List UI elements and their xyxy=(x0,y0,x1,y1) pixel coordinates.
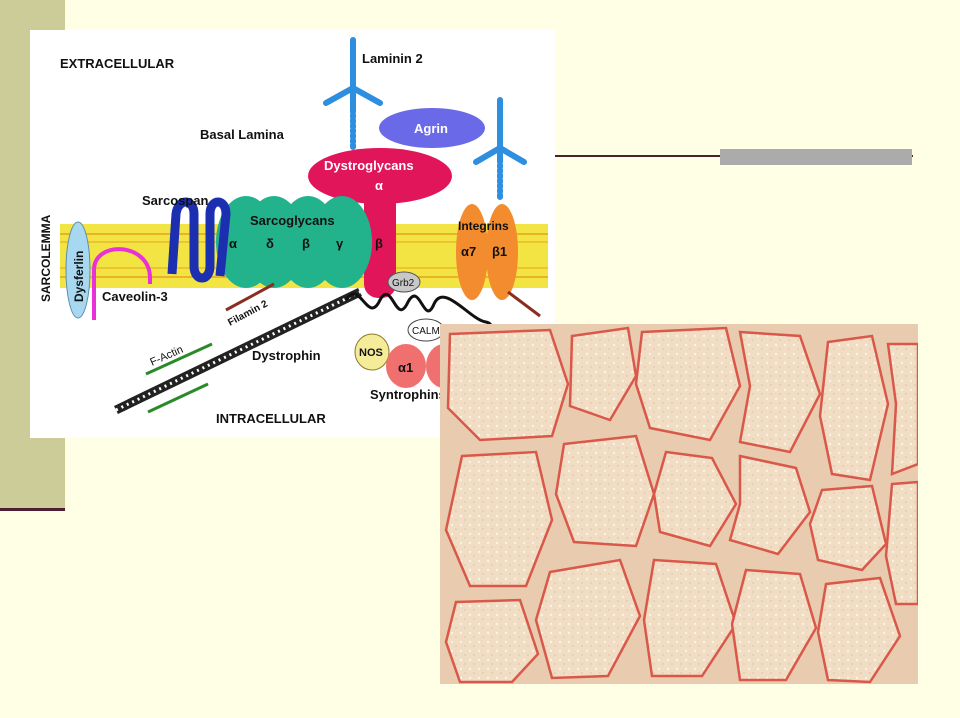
header-rule-block xyxy=(720,149,912,165)
muscle-fibers xyxy=(444,326,918,684)
sarcoglycan-gamma-label: γ xyxy=(336,236,344,251)
dysferlin-label: Dysferlin xyxy=(72,251,86,302)
sarcospan-label: Sarcospan xyxy=(142,193,209,208)
laminin-icon xyxy=(323,37,383,151)
agrin-protein xyxy=(379,108,485,148)
calm-label: CALM xyxy=(412,326,440,337)
nos-protein xyxy=(354,333,390,371)
dysferlin-protein xyxy=(65,221,91,319)
dystrophin-label: Dystrophin xyxy=(252,348,321,363)
nos-label: NOS xyxy=(359,347,383,359)
caveolin-protein xyxy=(92,247,152,320)
dystroglycan-beta-label: β xyxy=(375,236,383,251)
dystrophin-coil xyxy=(344,292,494,337)
syntrophins-label: Syntrophins xyxy=(370,387,446,402)
laminin-integrin-icon xyxy=(473,97,527,203)
integrin-complex xyxy=(456,204,541,318)
dystroglycan-alpha xyxy=(308,148,452,204)
agrin-label: Agrin xyxy=(414,121,448,136)
dystroglycan-alpha-label: α xyxy=(375,178,383,193)
filamin-label: Filamin 2 xyxy=(226,298,270,328)
dystroglycan-beta xyxy=(364,190,396,298)
integrin-beta1-label: β1 xyxy=(492,244,507,259)
sarcoglycan-delta-label: δ xyxy=(266,236,274,251)
basal-lamina-label: Basal Lamina xyxy=(200,127,285,142)
muscle-micrograph xyxy=(440,324,918,684)
sarcoglycan-alpha-label: α xyxy=(229,236,237,251)
laminin-label: Laminin 2 xyxy=(362,51,423,66)
dystroglycans-label: Dystroglycans xyxy=(324,158,414,173)
sarcoglycans-label: Sarcoglycans xyxy=(250,213,335,228)
caveolin-label: Caveolin-3 xyxy=(102,289,168,304)
syntrophin-alpha1-label: α1 xyxy=(398,360,413,375)
grb2-protein xyxy=(387,271,421,293)
sarcolemma-label: SARCOLEMMA xyxy=(39,214,53,302)
integrin-alpha7-label: α7 xyxy=(461,244,476,259)
syntrophin-alpha1 xyxy=(386,344,426,388)
extracellular-label: EXTRACELLULAR xyxy=(60,56,175,71)
integrins-label: Integrins xyxy=(458,219,509,233)
f-actin-filaments xyxy=(145,342,213,414)
grb2-label: Grb2 xyxy=(392,278,415,289)
intracellular-label: INTRACELLULAR xyxy=(216,411,326,426)
sarcospan-protein xyxy=(167,197,231,283)
sarcoglycan-complex xyxy=(216,196,372,288)
dystrophin-rod xyxy=(114,287,362,415)
filamin-link xyxy=(225,282,275,312)
sarcoglycan-beta-label: β xyxy=(302,236,310,251)
left-bar-rule xyxy=(0,508,65,511)
